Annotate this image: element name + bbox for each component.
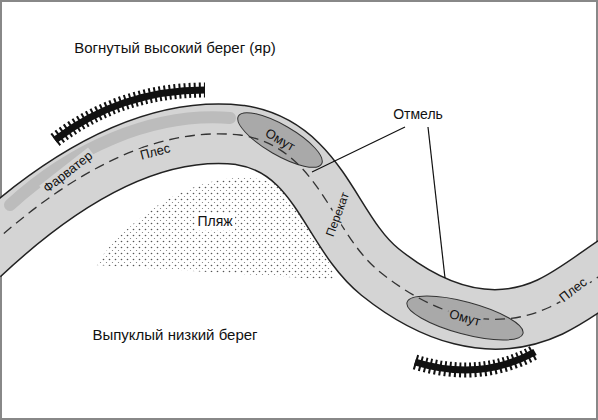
- leader-line: [312, 127, 405, 172]
- beach-label: Пляж: [195, 214, 234, 229]
- bank-label: Вогнутый высокий берег (яр): [72, 40, 278, 57]
- fairway-deep: [10, 117, 230, 205]
- cliff-ticks: [415, 352, 535, 370]
- cliff-ticks: [55, 90, 205, 140]
- cliff: [415, 352, 535, 370]
- cliff: [55, 90, 205, 140]
- leader-line: [428, 127, 445, 278]
- bank-label: Выпуклый низкий берег: [90, 327, 259, 344]
- fairway-line: [0, 134, 598, 320]
- pool: [403, 287, 527, 349]
- shoal-label: Отмель: [391, 107, 445, 122]
- pool: [231, 103, 329, 177]
